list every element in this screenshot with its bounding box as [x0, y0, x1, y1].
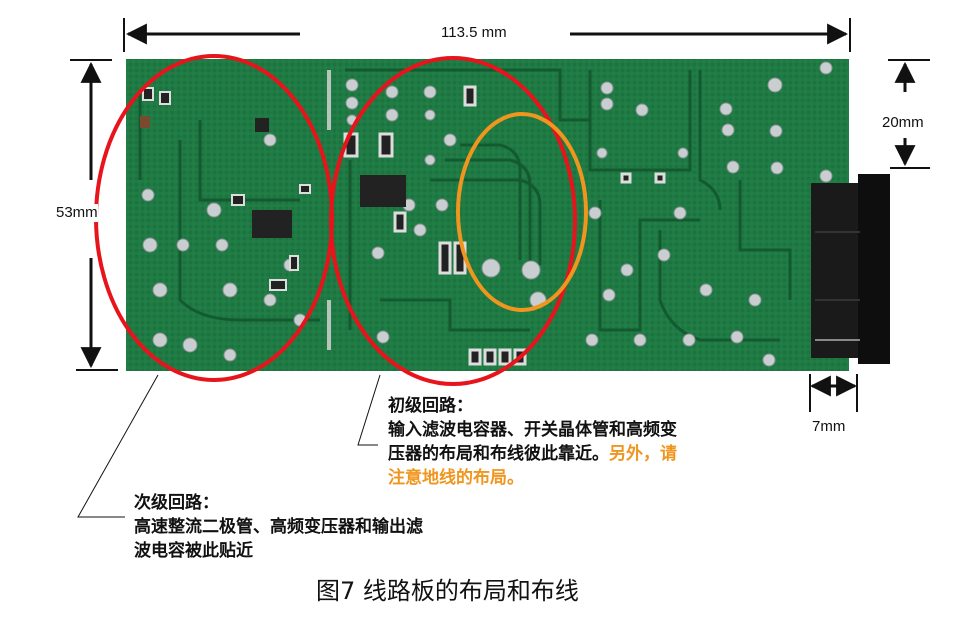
height-dimension-label: 53mm	[56, 204, 98, 222]
secondary-heading: 次级回路：	[134, 493, 219, 513]
ac-connector	[811, 174, 890, 364]
ground-note: 另外，请	[609, 444, 677, 464]
connector-protrusion-dimension	[809, 374, 858, 412]
pcb-board	[126, 59, 849, 371]
width-dimension-label: 113.5 mm	[435, 24, 513, 42]
primary-line-3: 注意地线的布局。	[388, 468, 524, 488]
secondary-line-2: 波电容被此贴近	[134, 541, 253, 561]
figure-caption: 图7 线路板的布局和布线	[316, 577, 579, 605]
connector-offset-dimension	[888, 59, 930, 169]
width-dimension	[123, 18, 851, 52]
leader-lines	[77, 374, 381, 518]
connector-offset-label: 20mm	[882, 114, 924, 132]
primary-heading: 初级回路：	[388, 396, 473, 416]
secondary-line-1: 高速整流二极管、高频变压器和输出滤	[134, 517, 423, 537]
primary-circuit-ellipse	[329, 56, 577, 386]
primary-line-1: 输入滤波电容器、开关晶体管和高频变	[388, 420, 677, 440]
connector-protrusion-label: 7mm	[812, 418, 846, 436]
height-dimension	[70, 59, 118, 371]
primary-circuit-annotation: 初级回路： 输入滤波电容器、开关晶体管和高频变 压器的布局和布线彼此靠近。另外，…	[388, 394, 677, 490]
primary-line-2: 压器的布局和布线彼此靠近。另外，请	[388, 444, 677, 464]
secondary-circuit-annotation: 次级回路： 高速整流二极管、高频变压器和输出滤 波电容被此贴近	[134, 491, 423, 563]
ground-trace-ellipse	[456, 112, 588, 312]
